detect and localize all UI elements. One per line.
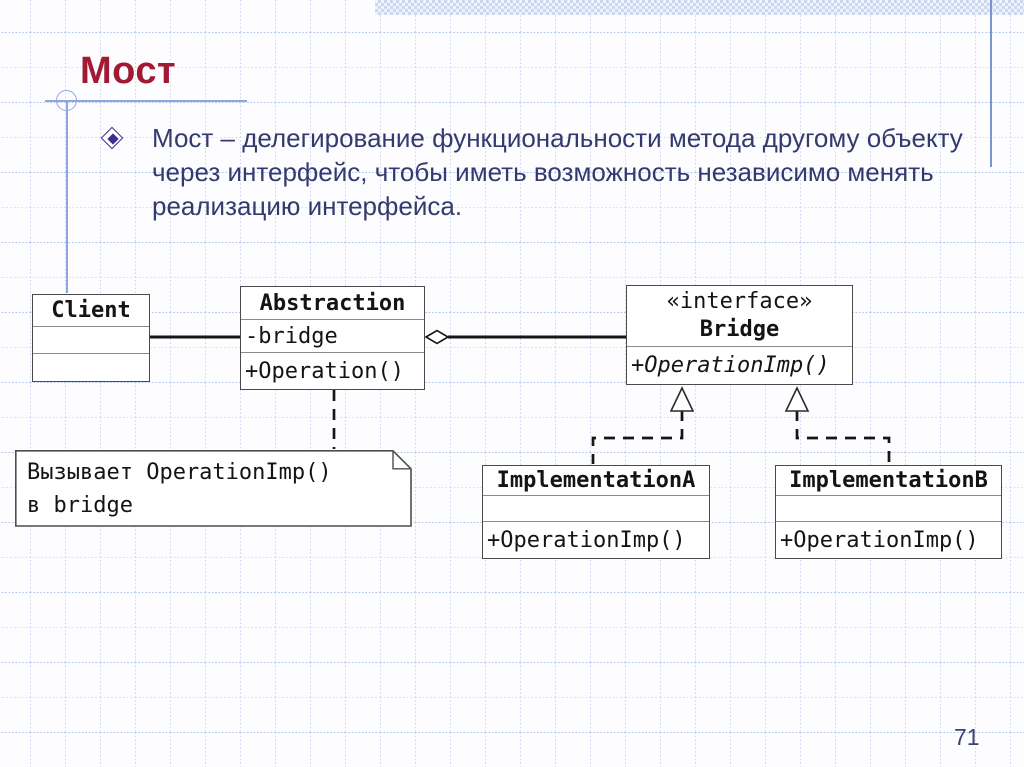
realization-triangle-icon-a <box>669 386 695 412</box>
uml-note: Вызывает OperationImp() в bridge <box>27 456 332 522</box>
uml-class-implementation-a: ImplementationA +OperationImp() <box>482 465 710 559</box>
bullet-line-1: Мост – делегирование функциональности ме… <box>152 123 963 153</box>
implementation-a-name: ImplementationA <box>496 468 696 493</box>
bullet-text: Мост – делегирование функциональности ме… <box>152 121 972 223</box>
abstraction-attribute: -bridge <box>241 319 424 352</box>
abstraction-class-name: Abstraction <box>259 290 406 316</box>
page-number: 71 <box>954 724 980 750</box>
bridge-header: «interface» Bridge <box>627 286 852 346</box>
note-line-1: Вызывает OperationImp() <box>27 460 332 485</box>
bridge-interface-name: Bridge <box>699 317 780 342</box>
client-attributes-compartment <box>33 326 149 353</box>
note-line-2: в bridge <box>27 493 133 518</box>
aggregation-diamond-icon <box>424 329 450 345</box>
uml-class-implementation-b: ImplementationB +OperationImp() <box>775 465 1002 559</box>
top-hatch-band <box>375 0 1024 15</box>
left-vertical-ornament <box>66 101 68 293</box>
uml-class-abstraction: Abstraction -bridge +Operation() <box>240 286 425 390</box>
bridge-stereotype: «interface» <box>666 289 813 314</box>
right-accent-line <box>990 0 992 167</box>
client-operations-compartment <box>33 353 149 381</box>
title-underline <box>45 100 247 102</box>
implementation-b-attributes-compartment <box>776 495 1001 521</box>
uml-class-client: Client <box>32 294 150 382</box>
implementation-a-attributes-compartment <box>483 495 709 521</box>
bullet-line-3: реализацию интерфейса. <box>152 191 463 221</box>
bullet-line-2: через интерфейс, чтобы иметь возможность… <box>152 157 934 187</box>
implementation-b-method: +OperationImp() <box>776 521 1001 558</box>
uml-interface-bridge: «interface» Bridge +OperationImp() <box>626 285 853 385</box>
realization-triangle-icon-b <box>784 386 810 412</box>
note-fold-corner <box>392 450 411 470</box>
bridge-method: +OperationImp() <box>627 346 852 384</box>
implementation-a-method: +OperationImp() <box>483 521 709 558</box>
implementation-b-name: ImplementationB <box>789 468 988 493</box>
slide-title: Мост <box>80 50 177 92</box>
abstraction-method: +Operation() <box>241 352 424 389</box>
note-shape <box>15 450 412 527</box>
realization-line-implementation-b <box>795 410 891 464</box>
realization-line-implementation-a <box>591 410 684 464</box>
client-class-name: Client <box>51 298 131 323</box>
